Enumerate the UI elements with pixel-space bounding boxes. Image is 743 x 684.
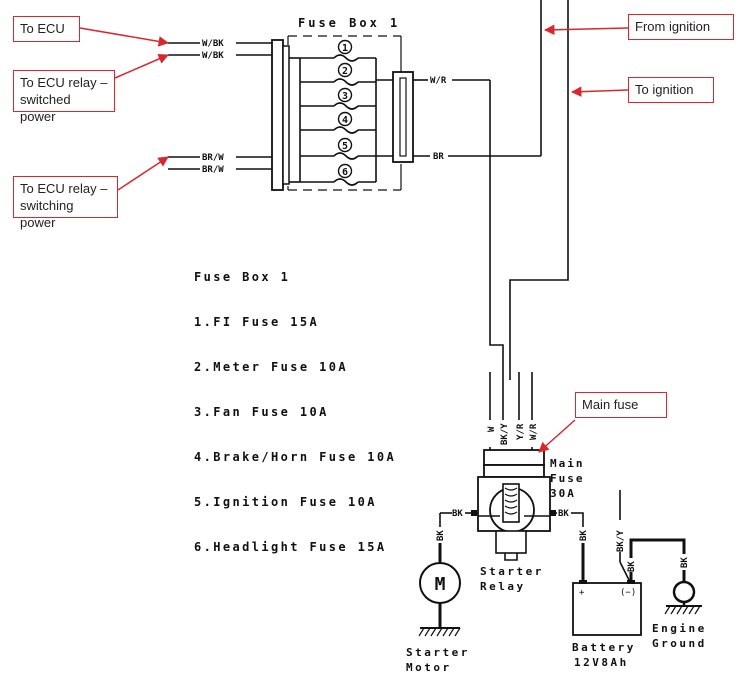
battery: BK BK/Y BK + (−) Battery 12V8Ah: [572, 490, 686, 669]
main-fuse-assembly: W BK/Y Y/R W/R Main Fuse 30A Starter Rel…: [440, 423, 585, 593]
fuse-1-number: 1: [342, 43, 348, 54]
engine-ground-label-1: Engine: [652, 622, 707, 635]
wire-label-bk-ground: BK: [680, 557, 690, 568]
fuse-6-number: 6: [342, 167, 348, 178]
harness-wires: [489, 0, 569, 420]
callout-ecu-relay-switched-line2: switched power: [20, 92, 71, 124]
engine-ground: BK Engine Ground: [652, 557, 707, 650]
main-fuse-label-3: 30A: [550, 487, 576, 500]
fuse-2: 2: [300, 62, 376, 86]
battery-minus: (−): [620, 588, 636, 598]
fuse-1: 1: [300, 39, 376, 62]
main-fuse-wire-bky: BK/Y: [500, 423, 510, 445]
fuse-2-number: 2: [342, 66, 348, 77]
main-fuse-wire-w: W: [487, 426, 497, 432]
starter-motor-symbol: M: [435, 574, 446, 595]
fuse-5: 5: [300, 137, 376, 160]
wire-label-wbk-2: W/BK: [202, 51, 224, 61]
callout-ecu-relay-switching-line1: To ECU relay –: [20, 181, 108, 196]
fuse-6: 6: [300, 163, 376, 186]
fuse-legend-title: Fuse Box 1: [194, 270, 291, 284]
main-fuse-label-1: Main: [550, 457, 585, 470]
wire-label-br-fusebox: BR: [433, 152, 444, 162]
callout-arrows: [79, 24, 629, 453]
fuse-legend-item-4: 4.Brake/Horn Fuse 10A: [194, 450, 397, 464]
fuse-legend: Fuse Box 1 1.FI Fuse 15A 2.Meter Fuse 10…: [194, 240, 396, 570]
fuse-4: 4: [300, 111, 376, 134]
battery-plus: +: [579, 588, 585, 598]
battery-label-2: 12V8Ah: [574, 656, 629, 669]
wire-label-bk-battery-neg: BK: [627, 561, 637, 572]
fuse-3-number: 3: [342, 91, 348, 102]
fuse-legend-item-2: 2.Meter Fuse 10A: [194, 360, 348, 374]
fuse-legend-item-6: 6.Headlight Fuse 15A: [194, 540, 387, 554]
starter-relay-label-1: Starter: [480, 565, 544, 578]
fuse-3: 3: [300, 87, 376, 110]
fuse-legend-item-3: 3.Fan Fuse 10A: [194, 405, 329, 419]
fuse-box-title: Fuse Box 1: [298, 16, 400, 30]
starter-motor-label-1: Starter: [406, 646, 470, 659]
main-fuse-wire-yr: Y/R: [516, 423, 526, 440]
callout-ecu-relay-switched: To ECU relay – switched power: [13, 70, 115, 124]
wire-label-bk-motor: BK: [436, 530, 446, 541]
callout-ecu-relay-switched-line1: To ECU relay –: [20, 75, 108, 90]
battery-label-1: Battery: [572, 641, 636, 654]
main-fuse-label-2: Fuse: [550, 472, 585, 485]
starter-relay-label-2: Relay: [480, 580, 526, 593]
fuse-4-number: 4: [342, 115, 348, 126]
wire-label-bky-battery: BK/Y: [616, 530, 626, 552]
starter-motor-label-2: Motor: [406, 661, 452, 674]
wire-label-bk-relay-left: BK: [452, 509, 463, 519]
callout-to-ecu: To ECU: [13, 16, 80, 42]
fuse-box-left-wires: [168, 42, 272, 170]
callout-main-fuse: Main fuse: [575, 392, 667, 418]
wire-label-brw-1: BR/W: [202, 153, 224, 163]
engine-ground-label-2: Ground: [652, 637, 707, 650]
callout-main-fuse-text: Main fuse: [582, 397, 639, 412]
callout-from-ignition-text: From ignition: [635, 19, 711, 34]
starter-motor: BK M Starter Motor: [406, 513, 470, 674]
callout-to-ignition-text: To ignition: [635, 82, 694, 97]
wire-label-wr-fusebox: W/R: [430, 76, 447, 86]
wire-label-brw-2: BR/W: [202, 165, 224, 175]
callout-to-ignition: To ignition: [628, 77, 714, 103]
main-fuse-wire-wr: W/R: [529, 423, 539, 440]
callout-ecu-relay-switching: To ECU relay – switching power: [13, 176, 118, 230]
callout-ecu-relay-switching-line2: switching power: [20, 198, 74, 230]
fuse-5-number: 5: [342, 141, 348, 152]
callout-to-ecu-text: To ECU: [20, 21, 65, 36]
wire-label-bk-battery: BK: [579, 530, 589, 541]
wire-label-wbk-1: W/BK: [202, 39, 224, 49]
fuse-legend-item-5: 5.Ignition Fuse 10A: [194, 495, 377, 509]
callout-from-ignition: From ignition: [628, 14, 734, 40]
fuse-box-1: Fuse Box 1 1 2: [168, 16, 541, 191]
wire-label-bk-relay-right: BK: [558, 509, 569, 519]
fuse-legend-item-1: 1.FI Fuse 15A: [194, 315, 320, 329]
